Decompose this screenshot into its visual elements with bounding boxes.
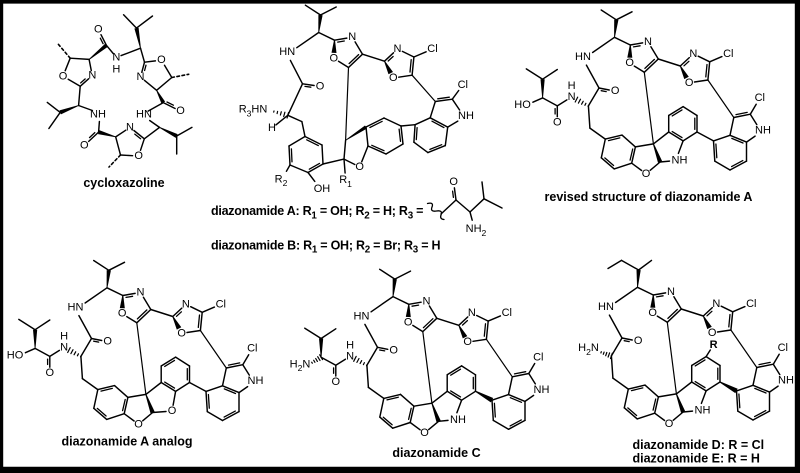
- svg-text:HN: HN: [68, 302, 84, 314]
- svg-text:NH: NH: [695, 405, 711, 417]
- svg-text:O: O: [80, 140, 89, 152]
- svg-text:H: H: [268, 122, 276, 134]
- svg-text:H2N: H2N: [578, 342, 599, 357]
- svg-text:O: O: [420, 427, 429, 439]
- svg-text:O: O: [648, 307, 657, 319]
- svg-text:O: O: [94, 23, 103, 35]
- svg-text:O: O: [389, 72, 398, 84]
- svg-text:HO: HO: [7, 350, 24, 362]
- svg-text:H: H: [568, 80, 576, 92]
- svg-text:N: N: [60, 342, 68, 354]
- svg-text:O: O: [611, 85, 620, 97]
- svg-text:O: O: [134, 150, 143, 162]
- svg-text:N: N: [468, 307, 476, 319]
- svg-text:N: N: [348, 31, 356, 43]
- svg-text:O: O: [634, 335, 643, 347]
- svg-text:NH2: NH2: [466, 223, 487, 238]
- svg-text:O: O: [708, 327, 717, 339]
- svg-text:NH: NH: [778, 375, 794, 387]
- svg-text:Cl: Cl: [746, 298, 756, 310]
- svg-text:R: R: [710, 339, 718, 351]
- svg-text:Cl: Cl: [533, 352, 543, 364]
- svg-text:O: O: [449, 176, 458, 188]
- svg-text:R1: R1: [339, 174, 352, 189]
- svg-text:Cl: Cl: [778, 342, 788, 354]
- svg-text:HN: HN: [354, 310, 370, 322]
- svg-text:H: H: [346, 339, 354, 351]
- svg-text:NH: NH: [755, 125, 771, 137]
- svg-text:N: N: [182, 298, 190, 310]
- svg-text:O: O: [59, 70, 68, 82]
- svg-text:HO: HO: [514, 99, 531, 111]
- svg-text:HN: HN: [136, 109, 152, 121]
- svg-text:O: O: [355, 161, 364, 173]
- svg-text:diazonamide D: R = Cl: diazonamide D: R = Cl: [633, 438, 765, 452]
- svg-text:O: O: [168, 405, 177, 417]
- svg-text:NH: NH: [90, 109, 106, 121]
- svg-text:diazonamide A analog: diazonamide A analog: [61, 435, 192, 449]
- svg-text:Cl: Cl: [247, 343, 257, 355]
- svg-text:Cl: Cl: [502, 307, 512, 319]
- svg-text:Cl: Cl: [723, 48, 733, 60]
- svg-text:N: N: [137, 287, 145, 299]
- svg-text:Cl: Cl: [755, 92, 765, 104]
- svg-text:Cl: Cl: [458, 79, 468, 91]
- svg-text:HN: HN: [598, 301, 614, 313]
- svg-text:NH: NH: [248, 375, 264, 387]
- svg-text:O: O: [389, 344, 398, 356]
- svg-text:N: N: [689, 48, 697, 60]
- svg-text:N: N: [112, 51, 120, 63]
- svg-text:H: H: [112, 63, 120, 75]
- svg-text:O: O: [46, 367, 55, 379]
- svg-text:diazonamide A: R1 = OH; R2 = H: diazonamide A: R1 = OH; R2 = H; R3 =: [211, 204, 423, 221]
- svg-text:R3HN: R3HN: [239, 104, 268, 119]
- svg-text:O: O: [134, 418, 143, 430]
- svg-text:O: O: [463, 336, 472, 348]
- svg-text:O: O: [103, 336, 112, 348]
- svg-text:O: O: [642, 168, 651, 180]
- svg-text:N: N: [644, 36, 652, 48]
- svg-text:N: N: [137, 71, 145, 83]
- svg-text:N: N: [712, 298, 720, 310]
- svg-text:R2: R2: [275, 173, 288, 188]
- svg-text:diazonamide E: R = H: diazonamide E: R = H: [633, 452, 760, 466]
- svg-text:diazonamide C: diazonamide C: [392, 446, 480, 460]
- svg-text:O: O: [332, 376, 341, 388]
- svg-text:O: O: [176, 105, 185, 117]
- svg-text:O: O: [316, 80, 325, 92]
- svg-text:O: O: [157, 54, 166, 66]
- svg-text:HN: HN: [279, 46, 295, 58]
- svg-text:O: O: [665, 418, 674, 430]
- svg-text:OH: OH: [314, 183, 331, 195]
- svg-text:N: N: [346, 350, 354, 362]
- svg-text:O: O: [177, 327, 186, 339]
- svg-text:revised structure of diazonami: revised structure of diazonamide A: [545, 190, 753, 204]
- svg-text:O: O: [553, 117, 562, 129]
- svg-text:O: O: [404, 317, 413, 329]
- svg-text:N: N: [568, 91, 576, 103]
- svg-text:H2N: H2N: [290, 358, 311, 373]
- svg-text:N: N: [423, 295, 431, 307]
- svg-text:H: H: [60, 331, 68, 343]
- svg-text:O: O: [625, 57, 634, 69]
- svg-text:N: N: [394, 43, 402, 55]
- svg-text:O: O: [685, 77, 694, 89]
- svg-text:NH: NH: [450, 414, 466, 426]
- svg-text:diazonamide B: R1 = OH; R2 = B: diazonamide B: R1 = OH; R2 = Br; R3 = H: [211, 238, 440, 255]
- svg-text:O: O: [330, 52, 339, 64]
- svg-text:cycloxazoline: cycloxazoline: [83, 176, 164, 190]
- svg-text:NH: NH: [534, 384, 550, 396]
- svg-text:HN: HN: [575, 51, 591, 63]
- svg-text:N: N: [126, 121, 134, 133]
- svg-text:O: O: [118, 308, 127, 320]
- svg-text:NH: NH: [458, 110, 474, 122]
- svg-text:N: N: [88, 70, 96, 82]
- svg-text:NH: NH: [672, 155, 688, 167]
- svg-text:Cl: Cl: [216, 298, 226, 310]
- svg-text:N: N: [667, 286, 675, 298]
- svg-text:Cl: Cl: [427, 43, 437, 55]
